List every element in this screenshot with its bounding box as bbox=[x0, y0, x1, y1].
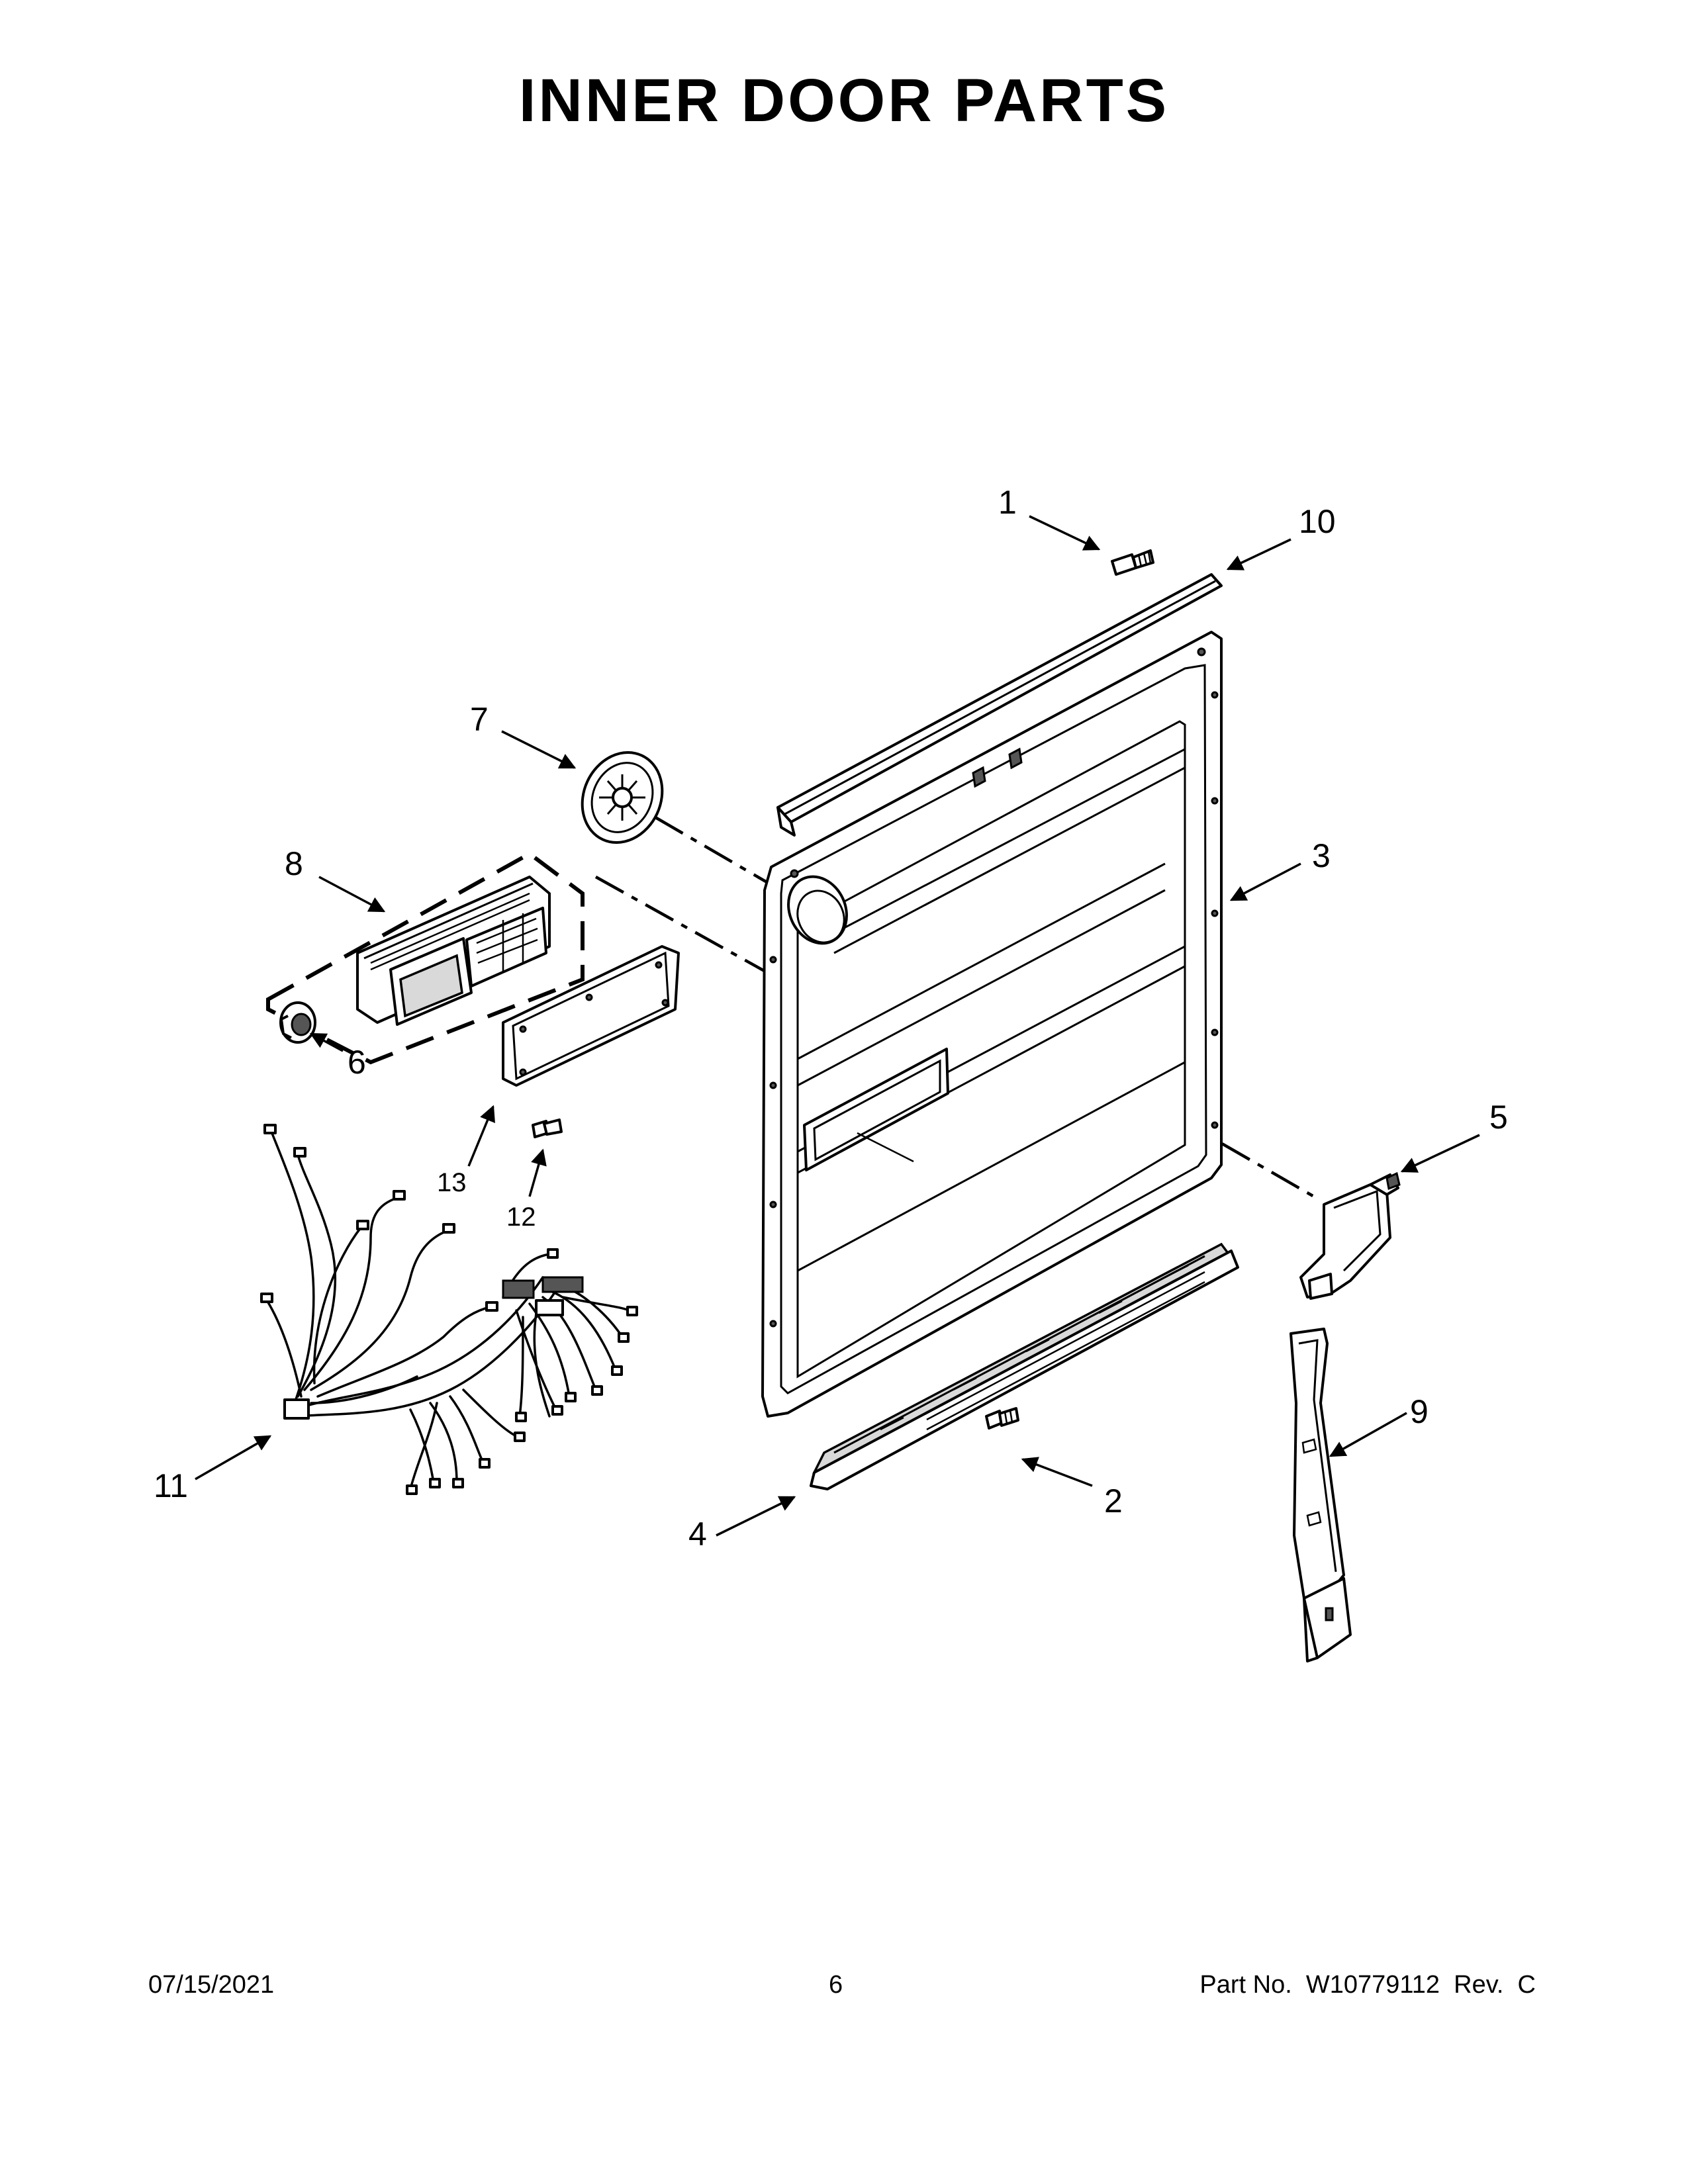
vent-cover bbox=[581, 751, 664, 844]
footer-page-number: 6 bbox=[829, 1971, 843, 1999]
user-interface-console bbox=[356, 876, 551, 1026]
alignment-line-console bbox=[594, 876, 769, 974]
inner-door-panel bbox=[761, 631, 1223, 1418]
footer-part-number: Part No. W10779112 Rev. C bbox=[1199, 1971, 1536, 1999]
callout-5: 5 bbox=[1489, 1099, 1508, 1136]
callout-12: 12 bbox=[506, 1203, 536, 1232]
page-title: INNER DOOR PARTS bbox=[518, 67, 1170, 134]
screw-bottom bbox=[985, 1407, 1019, 1430]
callout-4: 4 bbox=[688, 1516, 707, 1553]
callout-3: 3 bbox=[1312, 837, 1331, 874]
callout-11: 11 bbox=[154, 1467, 188, 1504]
console-button bbox=[279, 1001, 316, 1044]
callout-9: 9 bbox=[1410, 1393, 1429, 1430]
console-gasket bbox=[502, 945, 680, 1087]
alignment-line-fill-tube bbox=[826, 915, 1315, 1198]
fill-tube-upper bbox=[1299, 1171, 1401, 1300]
callout-10: 10 bbox=[1299, 503, 1336, 540]
leader-arrows bbox=[195, 515, 1480, 1537]
door-top-trim bbox=[776, 573, 1223, 837]
console-assembly-dashed-outline bbox=[266, 851, 585, 1065]
footer-date: 07/15/2021 bbox=[148, 1971, 275, 1999]
callout-1: 1 bbox=[998, 484, 1017, 521]
callout-13: 13 bbox=[437, 1168, 467, 1197]
screw-top bbox=[1111, 549, 1154, 576]
door-bottom-trim bbox=[810, 1242, 1239, 1490]
fill-tube-lower bbox=[1289, 1328, 1352, 1662]
console-screw bbox=[532, 1118, 563, 1138]
panel-edge-holes bbox=[769, 647, 1219, 1328]
callout-7: 7 bbox=[470, 701, 489, 738]
callout-8: 8 bbox=[285, 845, 303, 882]
callout-6: 6 bbox=[348, 1044, 366, 1081]
callout-2: 2 bbox=[1104, 1482, 1123, 1520]
wire-harness bbox=[260, 1124, 638, 1495]
